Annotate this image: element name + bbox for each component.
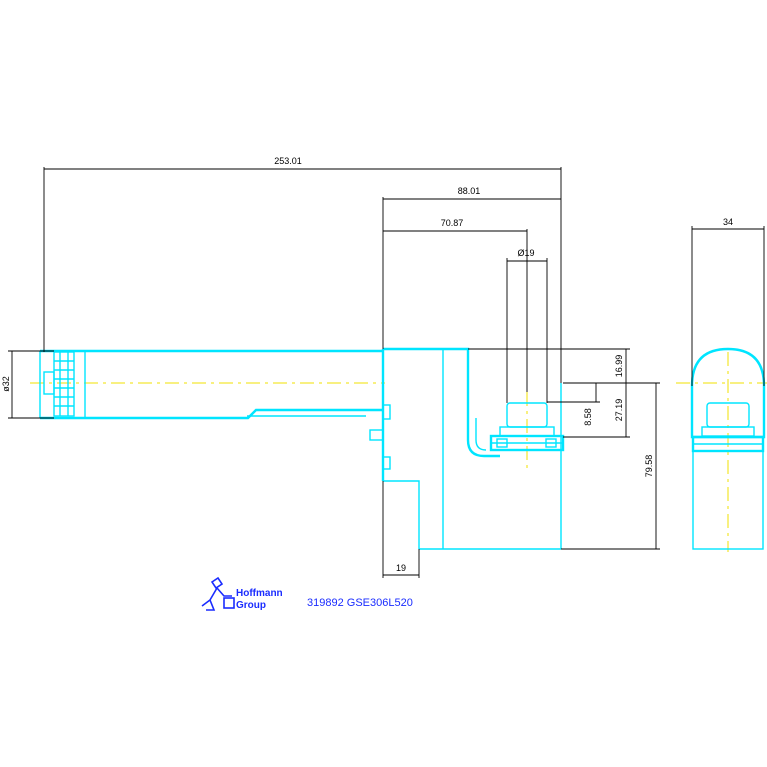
dim-34: 34: [723, 217, 733, 227]
dim-70: 70.87: [441, 218, 464, 228]
dim-19: 19: [396, 563, 406, 573]
dim-88: 88.01: [458, 186, 481, 196]
dim-16: 16.99: [614, 355, 624, 378]
company-logo: Hoffmann Group: [201, 576, 283, 611]
dimension-labels: 253.01 88.01 70.87 Ø19 ø32 16.99 8.58 27…: [1, 156, 733, 573]
logo-line2: Group: [236, 600, 266, 611]
inlet-tube: [39, 349, 383, 420]
dim-253: 253.01: [274, 156, 302, 166]
dim-outlet-dia: Ø19: [517, 248, 534, 258]
dim-79: 79.58: [644, 455, 654, 478]
trap-body: [369, 347, 562, 550]
dim-8: 8.58: [583, 408, 593, 426]
part-code: 319892 GSE306L520: [307, 597, 413, 609]
dimension-lines: [8, 167, 765, 578]
logo-figure-icon: [201, 576, 235, 611]
dim-27: 27.19: [614, 399, 624, 422]
dim-inlet-dia: ø32: [1, 376, 11, 392]
logo-line1: Hoffmann: [236, 588, 283, 599]
outlet-connector: [489, 402, 565, 452]
inlet-nut: [43, 351, 75, 417]
